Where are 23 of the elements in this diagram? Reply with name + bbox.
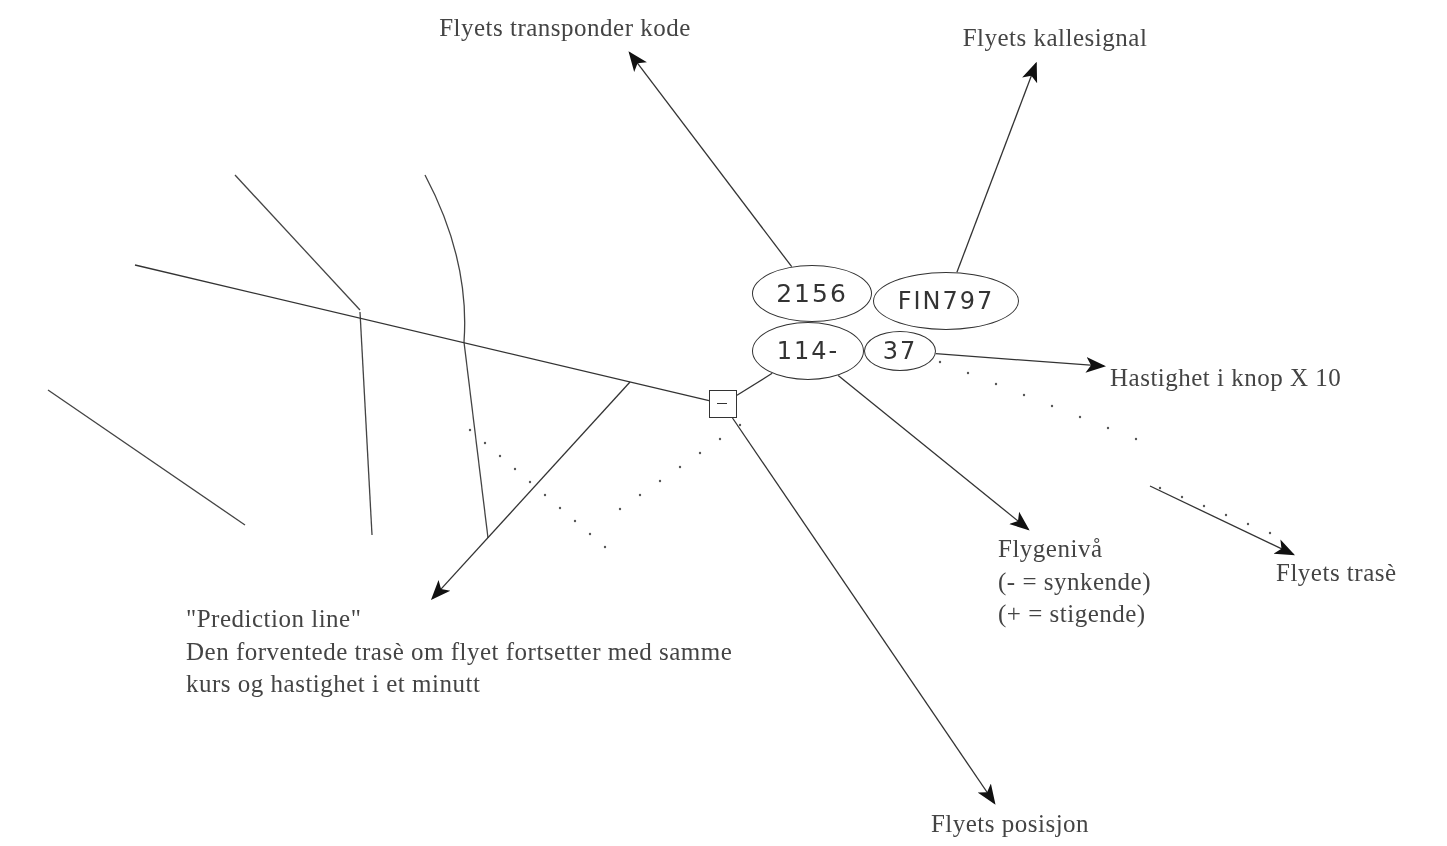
connector-line xyxy=(736,372,773,396)
data-block-ellipse: 37 xyxy=(864,331,936,371)
callout-text: Flyets posisjon xyxy=(930,809,1090,839)
aircraft-position-symbol xyxy=(709,390,737,418)
track-line xyxy=(134,264,710,402)
callout-text: Den forventede trasè om flyet fortsetter med samme kurs og hastighet i et minutt xyxy=(186,636,734,699)
arrow xyxy=(731,417,996,805)
arrow xyxy=(1149,485,1295,556)
arrow xyxy=(956,61,1038,273)
arrow xyxy=(837,374,1030,531)
arrow xyxy=(430,381,631,601)
callout-text: "Prediction line" xyxy=(186,604,362,634)
callout-text: (- = synkende) xyxy=(998,566,1151,598)
callout-text: Flyets transponder kode xyxy=(439,13,691,43)
data-block-ellipse: 2156 xyxy=(752,265,872,322)
callout-text: Hastighet i knop X 10 xyxy=(1110,363,1342,393)
callout-text: Flyets kallesignal xyxy=(962,23,1148,53)
callout-text: (+ = stigende) xyxy=(998,599,1146,630)
data-block-ellipse: 114- xyxy=(752,322,864,380)
arrow xyxy=(935,353,1106,373)
data-block-ellipse: FIN797 xyxy=(873,272,1019,330)
callout-text: Flyets trasè xyxy=(1276,558,1397,588)
callout-text: Flygenivå xyxy=(998,534,1103,564)
